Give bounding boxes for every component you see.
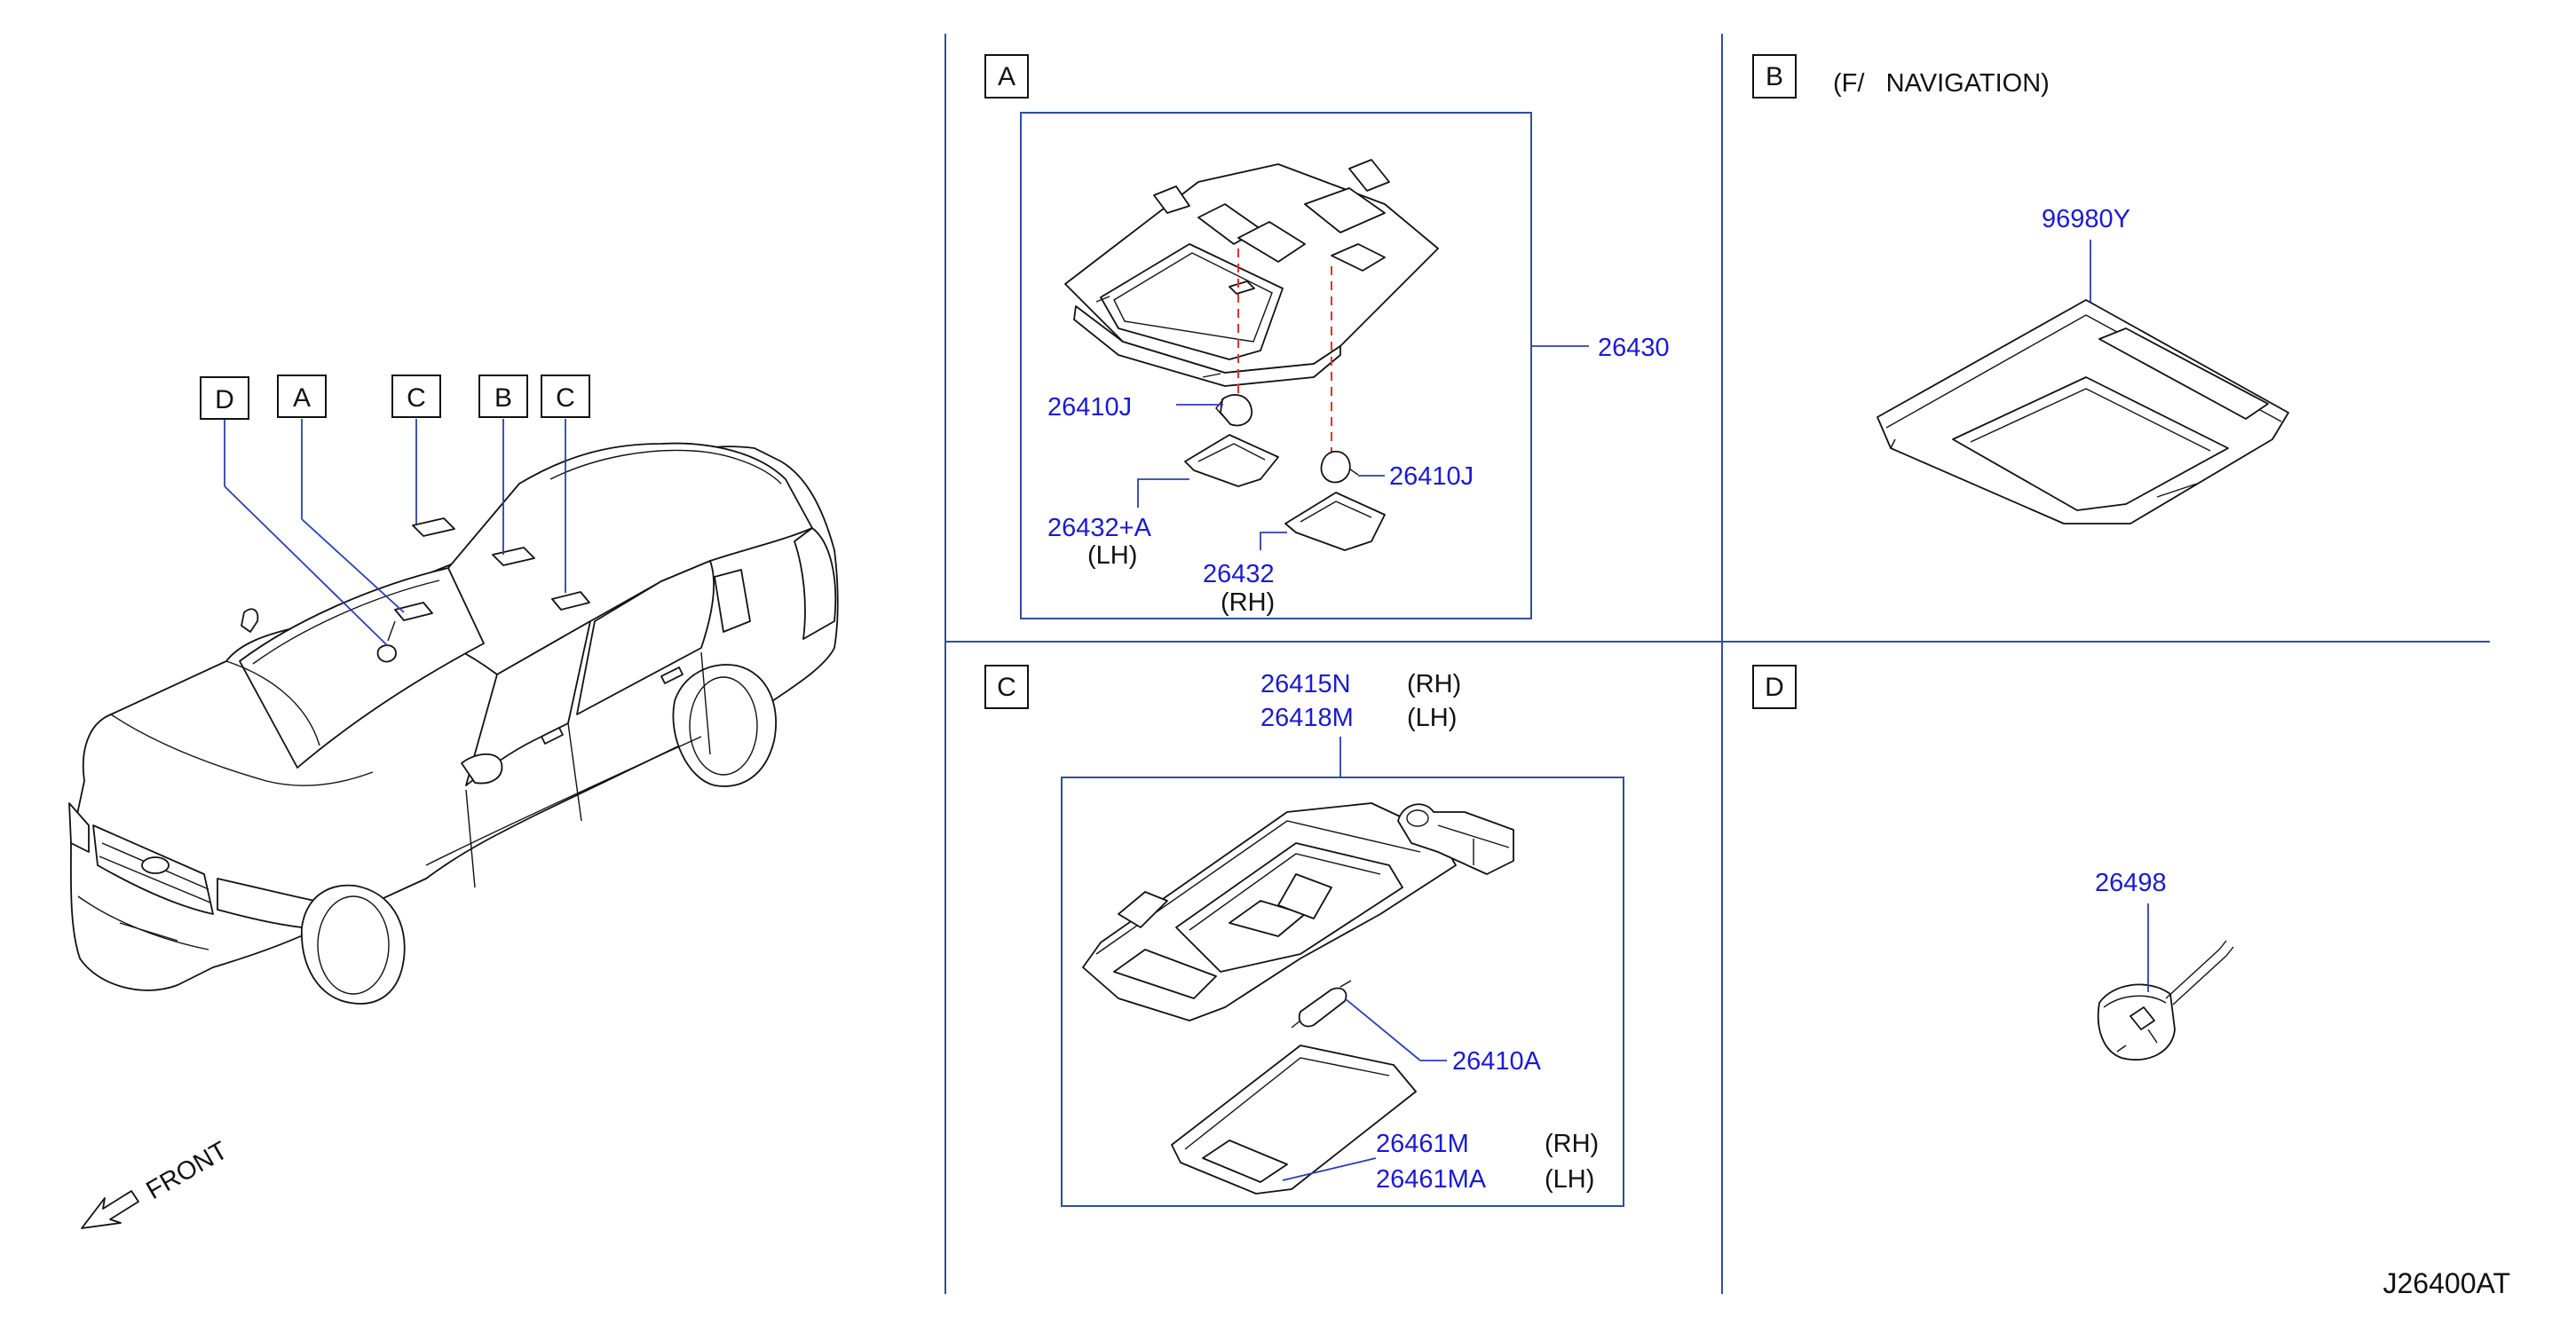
car-callout-a[interactable]: A (277, 375, 327, 418)
car-callout-d[interactable]: D (200, 376, 249, 420)
section-c-frame (1061, 777, 1624, 1207)
section-b-tag: B (1766, 62, 1783, 91)
section-d: D 26498 (1752, 665, 2234, 1061)
front-direction-indicator: FRONT (81, 1136, 233, 1229)
overhead-console-26430[interactable] (1064, 159, 1439, 387)
car-callout-c-rear-label: C (556, 383, 575, 413)
diagram-code: J26400AT (2383, 1267, 2511, 1299)
part-note-26461m-rh: (RH) (1545, 1130, 1599, 1158)
part-label-26410a: 26410A (1452, 1047, 1542, 1076)
part-note-26432a-lh: (LH) (1087, 541, 1137, 570)
part-note-26461ma-lh: (LH) (1545, 1165, 1594, 1194)
part-label-26432a: 26432+A (1047, 514, 1152, 542)
section-b-tag-box (1752, 54, 1797, 99)
part-label-26418m: 26418M (1260, 704, 1354, 732)
bulb-26410j-right[interactable] (1320, 450, 1359, 484)
part-label-26410j-left: 26410J (1047, 393, 1132, 422)
part-label-26430: 26430 (1598, 334, 1670, 362)
part-note-26418m-lh: (LH) (1407, 704, 1457, 732)
map-lamp-26415n[interactable] (1082, 802, 1514, 1021)
section-a: A (984, 54, 1670, 619)
section-b: B (F/ NAVIGATION) 96980Y (1752, 54, 2289, 524)
section-a-tag-box (984, 54, 1029, 99)
bulb-26410a[interactable] (1291, 980, 1352, 1029)
car-illustration (68, 442, 839, 1005)
car-callout-d-label: D (215, 385, 234, 414)
car-callout-c-rear[interactable]: C (541, 375, 590, 418)
section-c-tag-box (984, 665, 1029, 709)
part-label-26498: 26498 (2095, 869, 2167, 897)
section-c: C 26415N (RH) 26418M (LH) 2641 (984, 665, 1624, 1207)
lens-26432a-lh[interactable] (1184, 434, 1279, 487)
part-label-26461ma: 26461MA (1376, 1165, 1487, 1194)
car-callout-a-label: A (293, 383, 311, 413)
lens-26461m[interactable] (1171, 1045, 1417, 1195)
section-d-tag: D (1765, 673, 1784, 702)
part-label-26461m: 26461M (1376, 1130, 1469, 1158)
section-d-tag-box (1752, 665, 1797, 709)
car-callout-leaders (224, 419, 566, 647)
car-callout-c-front[interactable]: C (391, 375, 441, 418)
part-label-26415n: 26415N (1260, 670, 1351, 698)
overhead-console-96980y[interactable] (1877, 299, 2289, 524)
car-callout-c-front-label: C (407, 383, 426, 413)
sensor-26498[interactable] (2097, 940, 2234, 1061)
part-label-96980y: 96980Y (2042, 205, 2130, 233)
part-label-26410j-right: 26410J (1389, 462, 1474, 491)
lens-26432-rh[interactable] (1284, 492, 1386, 551)
part-label-26432: 26432 (1203, 560, 1275, 588)
section-b-note: (F/ NAVIGATION) (1833, 69, 2050, 98)
part-note-26432-rh: (RH) (1221, 588, 1275, 617)
car-callout-b[interactable]: B (478, 375, 528, 418)
part-note-26415n-rh: (RH) (1407, 670, 1461, 698)
bulb-26410j-left[interactable] (1215, 394, 1252, 427)
section-a-frame (1020, 112, 1532, 619)
section-c-tag: C (997, 673, 1016, 702)
car-callout-b-label: B (494, 383, 512, 413)
front-arrow-icon (81, 1190, 139, 1229)
section-a-tag: A (998, 62, 1015, 91)
front-label: FRONT (142, 1136, 233, 1205)
section-grid (944, 34, 2490, 1294)
